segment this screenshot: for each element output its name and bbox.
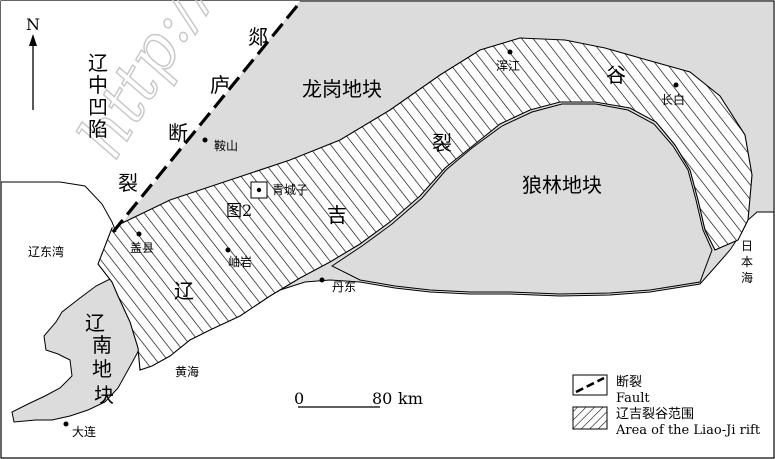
- legend-rift-cn: 辽吉裂谷范围: [616, 407, 694, 422]
- figure-2-label: 图2: [226, 201, 252, 220]
- scale-max-label: 80: [372, 389, 392, 408]
- north-label: N: [26, 15, 40, 34]
- tanlu-fault-line: [111, 4, 299, 234]
- liaonan-block-shape: [11, 277, 141, 423]
- dandong-marker: [319, 277, 325, 283]
- gaixian-marker: [136, 231, 142, 237]
- qingchengzi-marker: [256, 187, 262, 193]
- japan-sea-label: 日 本 海: [741, 239, 753, 285]
- langlin-block-label: 狼林地块: [522, 173, 602, 197]
- changbai-label: 长白: [661, 92, 685, 107]
- legend-fault-cn: 断裂: [616, 375, 642, 390]
- liaozhong-depression-area: [1, 1, 300, 232]
- svg-text:日: 日: [741, 239, 753, 253]
- svg-text:郯: 郯: [248, 25, 268, 49]
- liaodong-bay-label: 辽东湾: [28, 244, 64, 259]
- svg-text:海: 海: [741, 270, 753, 285]
- langlin-block-shape: [331, 103, 713, 295]
- dandong-label: 丹东: [332, 280, 356, 294]
- legend: [572, 374, 608, 430]
- north-arrow: [29, 34, 37, 110]
- svg-text:裂: 裂: [118, 171, 138, 195]
- svg-text:断: 断: [168, 121, 188, 145]
- changbai-marker: [673, 82, 679, 88]
- gaixian-label: 盖县: [130, 241, 154, 255]
- svg-text:陷: 陷: [88, 117, 108, 141]
- svg-text:中: 中: [88, 73, 108, 97]
- anshan-label: 鞍山: [214, 138, 238, 153]
- svg-text:谷: 谷: [606, 63, 626, 87]
- coastline-west: [1, 181, 117, 233]
- anshan-marker: [202, 137, 208, 143]
- qingchengzi-label: 青城子: [272, 183, 308, 197]
- svg-text:庐: 庐: [210, 73, 230, 97]
- svg-text:裂: 裂: [432, 131, 452, 155]
- dalian-marker: [63, 421, 69, 427]
- tanlu-fault-label: 郯 庐 断 裂: [118, 25, 268, 195]
- dalian-label: 大连: [72, 424, 96, 439]
- legend-fault-en: Fault: [616, 391, 650, 406]
- xiuyan-label: 岫岩: [228, 254, 252, 269]
- svg-text:凹: 凹: [88, 95, 108, 119]
- scale-unit-label: km: [398, 389, 423, 408]
- hunjiang-marker: [507, 49, 513, 55]
- legend-rift-swatch: [572, 406, 608, 430]
- svg-text:辽: 辽: [88, 51, 108, 75]
- xiuyan-marker: [225, 247, 231, 253]
- liaozhong-depression-label: 辽 中 凹 陷: [88, 51, 108, 141]
- svg-text:块: 块: [94, 383, 114, 407]
- hunjiang-label: 浑江: [496, 59, 520, 73]
- svg-text:地: 地: [92, 357, 112, 381]
- svg-text:吉: 吉: [327, 203, 347, 227]
- svg-text:辽: 辽: [85, 311, 105, 335]
- longgang-block-label: 龙岗地块: [302, 77, 382, 101]
- yellow-sea-label: 黄海: [175, 364, 199, 379]
- svg-text:南: 南: [92, 333, 112, 357]
- legend-rift-en: Area of the Liao-Ji rift: [615, 423, 761, 438]
- liaoji-rift-label: 辽 吉 裂 谷: [174, 63, 626, 303]
- liaoji-rift-area: [97, 37, 753, 371]
- liaonan-block-label: 辽 南 地 块: [85, 311, 114, 407]
- scale-zero-label: 0: [294, 389, 304, 408]
- svg-text:本: 本: [741, 255, 753, 269]
- svg-text:辽: 辽: [174, 279, 194, 303]
